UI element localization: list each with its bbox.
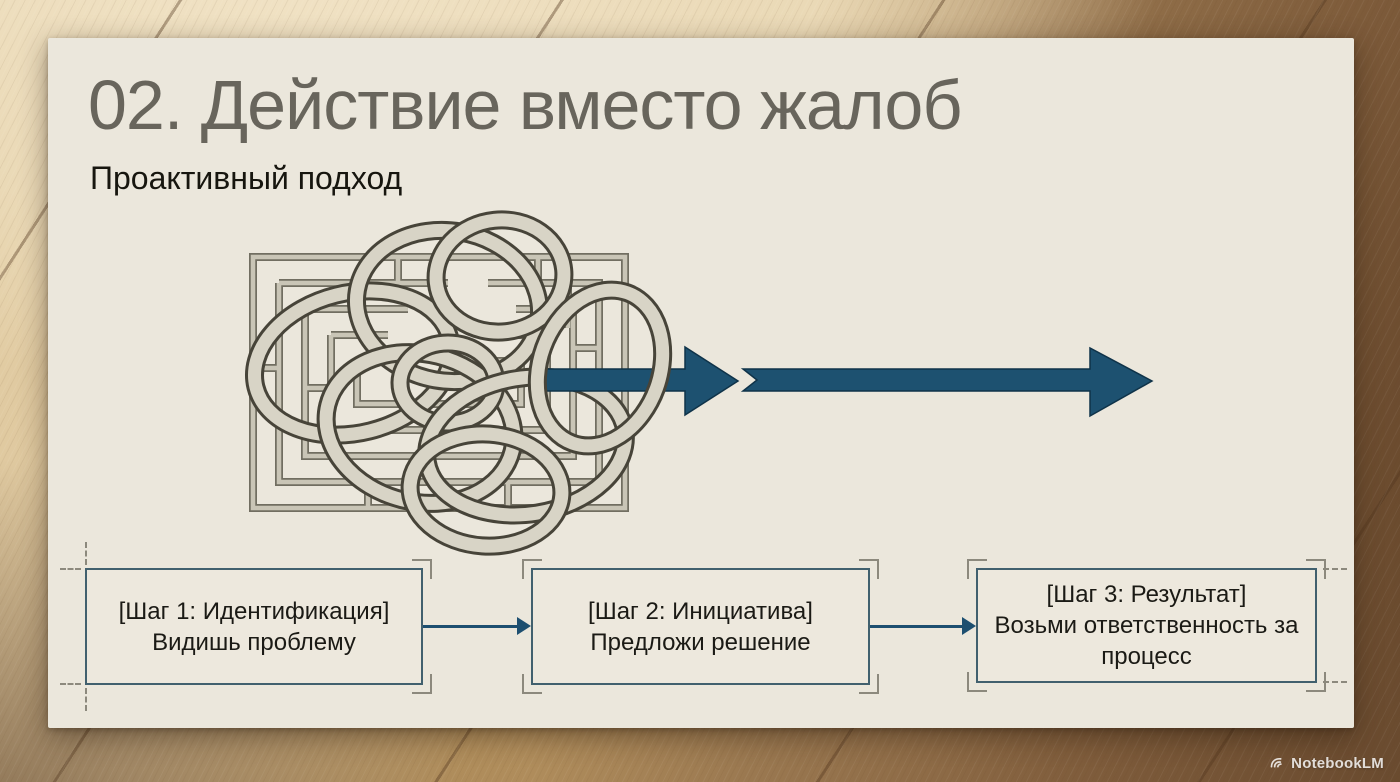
step-2-header: [Шаг 2: Инициатива] [588,597,813,625]
step-2-body: Предложи решение [590,628,811,656]
notebooklm-logo-icon [1270,757,1282,768]
step-1-body: Видишь проблему [152,628,356,656]
dashed-guide [60,568,81,570]
step-box-1: [Шаг 1: Идентификация] Видишь проблему [60,542,432,711]
dashed-guide [1323,681,1347,683]
presentation-slide: 02. Действие вместо жалоб Проактивный по… [48,38,1354,728]
step-box-3: [Шаг 3: Результат] Возьми ответственност… [967,559,1347,692]
connector-arrow-icon [870,617,976,635]
corner-bracket-icon [967,559,987,579]
corner-bracket-icon [859,674,879,694]
corner-bracket-icon [522,559,542,579]
dashed-guide [85,542,87,565]
slide-subtitle: Проактивный подход [90,160,403,196]
dashed-guide [60,683,81,685]
notebooklm-label: NotebookLM [1291,755,1384,772]
slide-title: 02. Действие вместо жалоб [88,66,962,144]
corner-bracket-icon [412,674,432,694]
step-3-body: Возьми ответственность за процесс [994,612,1299,670]
step-box-2: [Шаг 2: Инициатива] Предложи решение [522,559,879,694]
tangled-knot-icon [245,210,635,556]
corner-bracket-icon [522,674,542,694]
connector-arrow-icon [423,617,531,635]
corner-bracket-icon [412,559,432,579]
corner-bracket-icon [859,559,879,579]
notebooklm-watermark: NotebookLM [1269,755,1384,772]
step-1-header: [Шаг 1: Идентификация] [118,597,390,625]
corner-bracket-icon [967,672,987,692]
step-3-header: [Шаг 3: Результат] [1046,581,1247,608]
forward-arrow-icon [537,345,1154,418]
dashed-guide [85,688,87,711]
dashed-guide [1323,568,1347,570]
tangled-knot-front-loop [527,280,673,456]
maze-knot-arrow-illustration [245,210,1154,556]
